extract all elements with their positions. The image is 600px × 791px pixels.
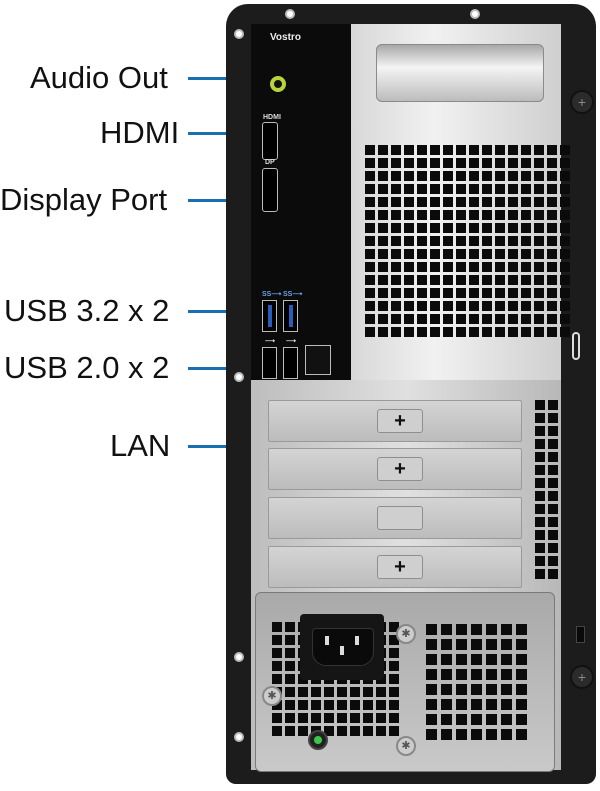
- usb3-icon: SS⟶: [283, 291, 303, 298]
- leader-usb20: [188, 367, 260, 370]
- expansion-slot-4: +: [268, 546, 522, 588]
- leader-usb32: [188, 310, 260, 313]
- chassis-hole: [470, 9, 480, 19]
- usb3-icon: SS⟶: [262, 291, 282, 298]
- usb20-port-1: [262, 347, 277, 379]
- callout-usb32: USB 3.2 x 2: [4, 293, 170, 328]
- expansion-slot-3: +: [268, 497, 522, 539]
- chassis-handle: [376, 44, 544, 102]
- fan-vent: [365, 145, 570, 337]
- usb32-port-1: [262, 300, 277, 332]
- chassis-hole: [285, 9, 295, 19]
- psu-screw: ✱: [396, 624, 416, 644]
- usb20-port-2: [283, 347, 298, 379]
- hdmi-port: [262, 122, 278, 160]
- thumbscrew: +: [570, 90, 594, 114]
- display-port-icon: DP: [265, 159, 275, 166]
- display-port: [262, 168, 278, 212]
- thumbscrew: +: [570, 665, 594, 689]
- expansion-slot-2: +: [268, 448, 522, 490]
- slot-cover-plus: +: [377, 555, 423, 579]
- psu-vent-right: [426, 624, 527, 740]
- callout-audio-out: Audio Out: [30, 60, 168, 95]
- leader-display-port: [188, 199, 260, 202]
- security-slot: [572, 332, 580, 360]
- callout-hdmi: HDMI: [100, 115, 180, 150]
- power-inlet: [300, 614, 384, 680]
- leader-audio-out: [188, 77, 260, 80]
- usb2-icon: ⟶: [265, 338, 276, 345]
- chassis-hole: [234, 29, 244, 39]
- leader-hdmi: [188, 132, 260, 135]
- usb2-icon: ⟶: [286, 338, 297, 345]
- usb32-port-2: [283, 300, 298, 332]
- psu-screw: ✱: [262, 686, 282, 706]
- lan-port: [305, 345, 331, 375]
- expansion-slot-1: +: [268, 400, 522, 442]
- side-vent: [535, 400, 558, 579]
- callout-display-port: Display Port: [0, 182, 168, 217]
- callout-lan: LAN: [110, 428, 171, 463]
- slot-cover-plus: +: [377, 409, 423, 433]
- chassis-hole: [234, 372, 244, 382]
- psu-screw: ✱: [396, 736, 416, 756]
- padlock-slot: [576, 626, 585, 643]
- power-led-icon: [308, 730, 328, 750]
- slot-cover-plus: +: [377, 457, 423, 481]
- brand-label: Vostro: [270, 32, 301, 43]
- chassis-hole: [234, 732, 244, 742]
- chassis-hole: [234, 652, 244, 662]
- audio-out-jack: [270, 76, 286, 92]
- slot-cover-blank: +: [377, 506, 423, 530]
- callout-usb20: USB 2.0 x 2: [4, 350, 170, 385]
- hdmi-icon: HDMI: [263, 114, 281, 121]
